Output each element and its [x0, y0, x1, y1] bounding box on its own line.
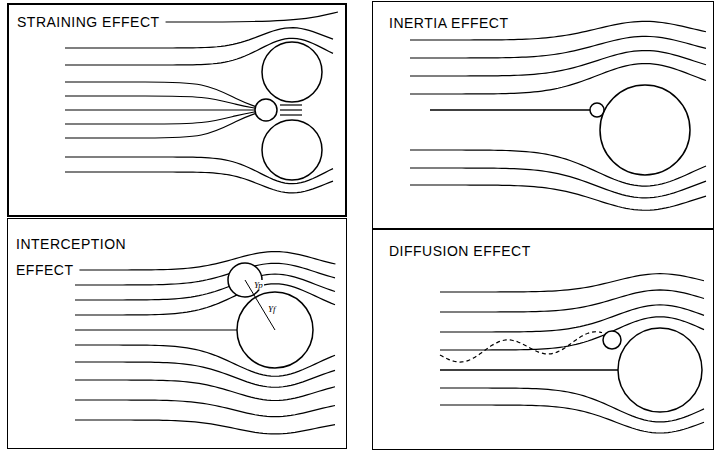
fiber-circle: [618, 328, 702, 412]
dimension-label: Yp: [253, 280, 264, 290]
leader-line: [166, 12, 338, 22]
panel-title: INTERCEPTION EFFECT: [16, 236, 126, 278]
streamline: [65, 113, 256, 138]
streamline: [280, 109, 302, 110]
panel-title-block: DIFFUSION EFFECT: [389, 238, 531, 264]
panel-title: STRAINING EFFECT: [17, 14, 160, 30]
streamline: [440, 290, 704, 312]
particle-circle: [590, 103, 604, 117]
panel-title-block: INERTIA EFFECT: [389, 10, 509, 36]
effect-panel: DIFFUSION EFFECT: [372, 229, 714, 450]
streamline: [65, 82, 256, 107]
dimension-label-holder: Yf: [267, 298, 277, 316]
streamline: [75, 420, 335, 434]
streamline: [65, 112, 256, 124]
dimension-label-holder: Yp: [253, 274, 264, 292]
streamline: [65, 96, 256, 108]
streamline: [75, 400, 335, 417]
particle-circle: [255, 99, 277, 121]
effect-panel: INERTIA EFFECT: [372, 1, 714, 229]
streamline: [75, 362, 335, 387]
dimension-label: Yf: [267, 304, 277, 314]
panel-title: DIFFUSION EFFECT: [389, 243, 531, 259]
fiber-circle: [262, 120, 322, 180]
streamline: [440, 274, 704, 292]
leader-streamline: [79, 252, 335, 270]
streamline: [75, 274, 335, 300]
streamline: [75, 263, 335, 285]
fiber-circle: [600, 85, 690, 175]
effect-panel: INTERCEPTION EFFECT: [7, 218, 347, 449]
streamline: [75, 380, 335, 400]
streamline: [410, 36, 706, 58]
fiber-circle: [262, 42, 322, 102]
panel-title-block: INTERCEPTION EFFECT: [16, 231, 128, 283]
panel-title: INERTIA EFFECT: [389, 15, 509, 31]
streamline: [410, 185, 706, 210]
effect-panel: STRAINING EFFECT: [7, 3, 347, 217]
streamline: [280, 114, 302, 115]
brownian-path: [440, 332, 602, 362]
particle-trajectory: [430, 109, 590, 110]
streamline: [440, 369, 618, 371]
streamline: [65, 109, 256, 110]
panel-title-block: STRAINING EFFECT: [17, 9, 160, 35]
particle-circle: [603, 331, 621, 349]
streamline: [410, 51, 706, 76]
streamline: [280, 104, 302, 105]
streamline: [75, 329, 237, 330]
